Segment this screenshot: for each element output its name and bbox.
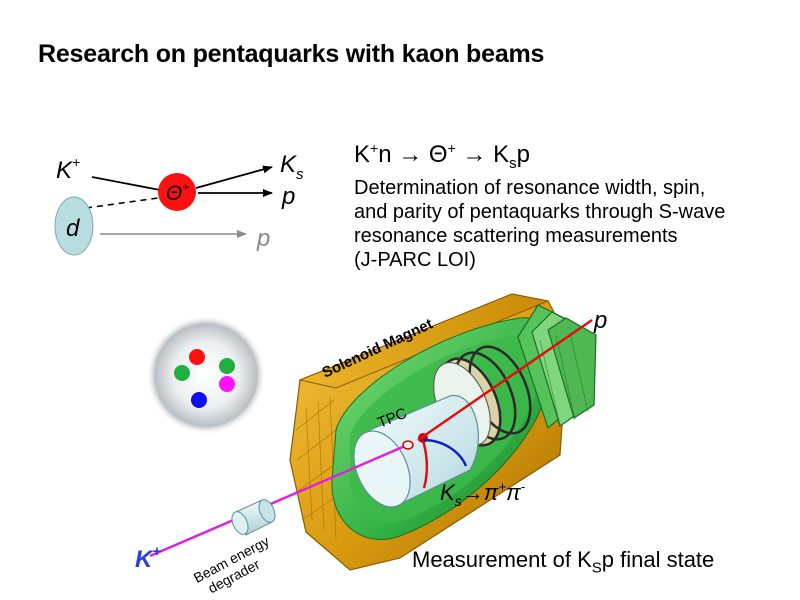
description-line-1: Determination of resonance width, spin, [354,177,706,199]
tpc-cylinder [353,395,479,509]
degrader-label: Beam energy degrader [191,533,272,597]
caption-subscript: S [591,559,602,577]
beam-energy-degrader [231,499,276,536]
description: Determination of resonance width, spin, … [354,176,794,272]
reaction-theta-charge: + [447,140,456,156]
description-line-4: (J-PARC LOI) [354,249,476,271]
deuteron-ellipse [54,196,94,256]
page-title: Research on pentaquarks with kaon beams [38,40,545,68]
quark-green-right [219,358,235,374]
spectator-p-label: p [256,225,270,252]
solenoid-top-rim [298,293,550,389]
target-point [402,440,414,450]
reaction-n-theta: n → Θ [378,141,448,168]
pentaquark-illustration [146,315,266,435]
quark-red [189,349,205,365]
reaction-arrow-ks: → K [455,141,510,168]
theta-label: Θ+ [166,180,189,205]
ks-arrow [195,165,273,189]
kplus-label: K+ [56,154,80,184]
deuteron-label: d [66,215,80,242]
proton-label: p [593,307,607,334]
quark-green-left [174,365,190,381]
kplus-beam-line [149,441,413,558]
caption-prefix: Measurement of K [412,547,592,572]
pi-minus-track [422,438,468,467]
proton-track [417,318,593,442]
pi-plus-track [421,439,429,489]
description-line-2: and parity of pentaquarks through S-wave [354,201,726,223]
ks-decay-label: Ks→π+π- [440,479,526,509]
caption-suffix: p final state [601,547,715,572]
quark-magenta [219,376,235,392]
feynman-diagram: Θ+ K+ Ks p d p [54,151,304,256]
reaction-equation: K+n → Θ+ → Ksp [354,140,530,172]
description-line-3: resonance scattering measurements [354,225,678,247]
neutron-dashed-line [85,197,159,209]
reaction-k-charge: + [370,140,379,156]
theta-ball [158,173,196,211]
outer-green-panels [517,304,597,430]
caption: Measurement of KSp final state [412,547,714,576]
reaction-p: p [516,141,530,168]
reaction-ks-sub: s [509,154,517,172]
ks-label: Ks [280,151,304,183]
reaction-k: K [354,141,371,168]
beam-kplus-label: K+ [135,543,161,573]
kplus-line [91,176,161,191]
solenoid-coil-lines [295,395,341,541]
p-out-label: p [281,183,295,210]
quark-blue [191,392,207,408]
pentaquark-halo [146,315,266,435]
